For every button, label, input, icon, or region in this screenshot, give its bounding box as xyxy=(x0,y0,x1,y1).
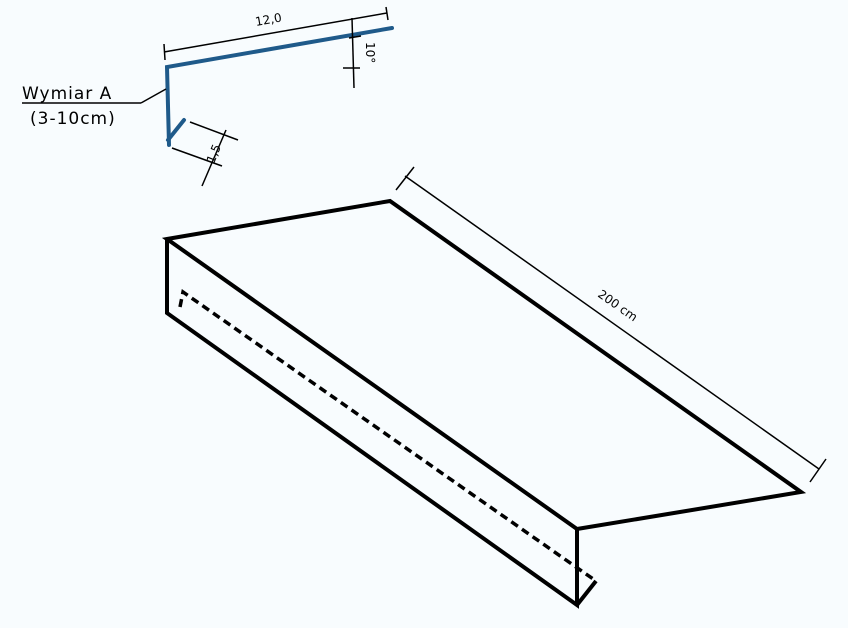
angle-dimension: 10° xyxy=(343,17,377,89)
length-dimension xyxy=(395,166,827,483)
sill-front-face xyxy=(165,239,579,609)
length-label: 200 cm xyxy=(595,287,640,324)
angle-label: 10° xyxy=(363,42,377,63)
dimension-name: Wymiar A xyxy=(22,84,112,104)
sill-hidden-edge xyxy=(178,289,598,583)
profile-line xyxy=(164,26,394,147)
sill-hem-edge xyxy=(575,579,598,607)
dimension-range: (3-10cm) xyxy=(30,109,116,129)
dimension-a-callout: Wymiar A (3-10cm) xyxy=(22,84,167,129)
profile-hem-line xyxy=(166,118,186,142)
width-dimension: 12,0 xyxy=(163,6,389,61)
hem-label: 1,5 xyxy=(204,142,224,165)
window-sill-3d xyxy=(161,166,827,609)
profile-cross-section: 12,0 10° 1,5 Wymiar A (3-10cm) xyxy=(22,6,394,187)
sill-top-surface xyxy=(161,198,807,532)
hem-dimension: 1,5 xyxy=(171,121,239,187)
width-label: 12,0 xyxy=(254,11,283,29)
